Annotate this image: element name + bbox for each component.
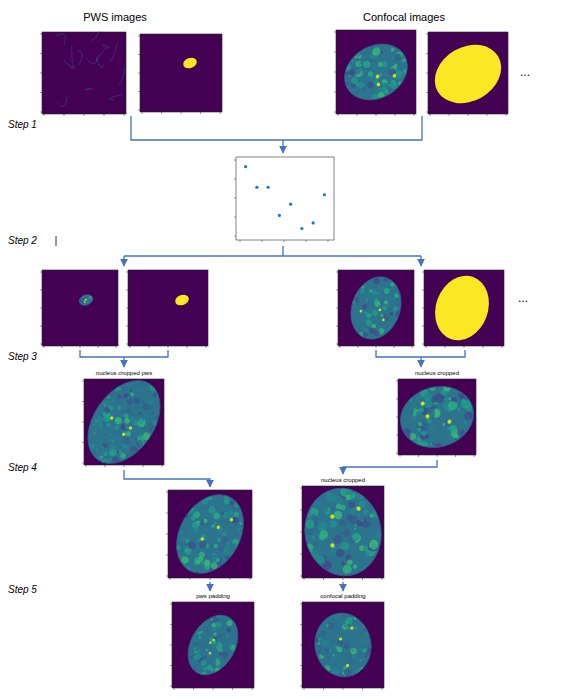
flow-arrow: [376, 350, 465, 357]
nucleus-image: [309, 608, 377, 683]
mask-blob: [182, 56, 199, 70]
nucleus-image: [295, 482, 389, 584]
flow-arrow: [123, 256, 124, 266]
nucleus-image: [340, 269, 412, 348]
nucleus-image: [178, 606, 249, 684]
flow-arrow: [343, 460, 437, 474]
image-panel: [336, 269, 414, 348]
image-panel: [161, 481, 259, 587]
flow-arrows: [80, 116, 465, 591]
step-label: Step 2: [8, 235, 37, 247]
mask-blob: [424, 33, 512, 115]
image-panel: [72, 366, 176, 479]
flow-arrow: [420, 357, 421, 367]
plot-title: nucleus cropped: [415, 370, 459, 377]
image-panel: [300, 602, 384, 690]
ellipsis: ...: [518, 292, 528, 306]
column-header: Confocal images: [363, 11, 445, 24]
plot-title: pws padding: [196, 593, 230, 600]
plot-title: nucleus cropped: [321, 477, 365, 484]
flow-arrow: [342, 582, 343, 591]
flow-arrow: [123, 357, 124, 367]
step-label: Step 4: [8, 462, 37, 474]
nucleus-image: [333, 31, 419, 113]
step-label: Step 3: [8, 351, 37, 363]
ellipsis: ...: [520, 66, 530, 80]
flow-arrow: [124, 470, 210, 487]
column-header: PWS images: [83, 11, 147, 24]
step-label: Step 1: [8, 119, 37, 131]
image-panel: [295, 482, 389, 584]
image-panel: [424, 32, 512, 116]
flow-arrow: [282, 246, 283, 256]
image-panel: [333, 30, 419, 116]
flow-arrow: [282, 140, 283, 153]
nucleus-image: [72, 366, 176, 479]
mask-blob: [426, 268, 497, 348]
nucleus-image: [161, 481, 259, 587]
mask-blob: [174, 293, 191, 307]
image-panel: [422, 268, 504, 348]
image-panel: [40, 270, 118, 348]
image-panel: [126, 270, 208, 348]
nucleus-image: [77, 292, 94, 307]
flow-arrow: [124, 255, 421, 256]
step-label: Step 5: [8, 584, 37, 596]
image-panel: [392, 377, 481, 458]
plot-title: confocal padding: [320, 593, 365, 600]
flow-arrow: [80, 350, 168, 357]
plot-title: nucleus cropped pws: [96, 370, 152, 377]
nucleus-image: [392, 377, 481, 458]
flow-arrow: [209, 582, 210, 591]
flow-arrow: [131, 116, 422, 140]
image-panel: [138, 34, 222, 114]
scatter-plot: [234, 157, 334, 242]
image-panel: [40, 31, 126, 116]
stray-mark: [56, 236, 57, 246]
flow-arrow: [420, 256, 421, 266]
image-panel: [170, 602, 254, 690]
